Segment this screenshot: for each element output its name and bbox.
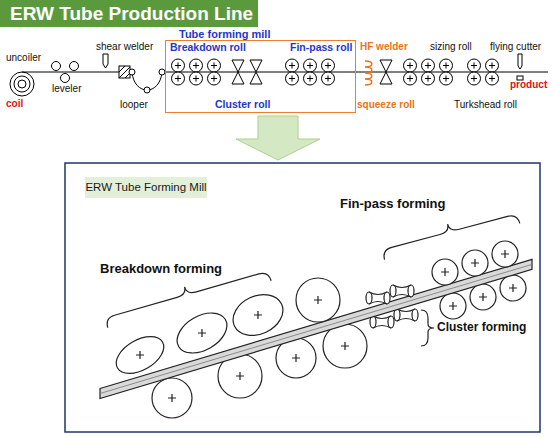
breakdown-top-roll <box>226 287 289 343</box>
roll-axis-mark <box>193 63 199 82</box>
fin-pass-top-roll <box>492 241 518 267</box>
roll-axis-mark <box>407 63 413 82</box>
material-label: coil <box>6 98 23 109</box>
breakdown-top-roll <box>110 329 170 381</box>
equipment-label: HF welder <box>360 41 408 52</box>
fin-pass-top-roll <box>432 259 458 285</box>
equipment-label: leveler <box>52 83 81 94</box>
squeeze-roll-symbol <box>380 60 392 84</box>
equipment-label: looper <box>120 99 148 110</box>
breakdown-bottom-roll <box>152 378 192 418</box>
looper-roll <box>144 87 150 93</box>
equipment-label: Turkshead roll <box>454 99 517 110</box>
equipment-label: uncoiler <box>6 52 41 63</box>
title-text: ERW Tube Production Line <box>10 3 253 24</box>
shear-blade <box>103 54 108 68</box>
roll-label: Breakdown roll <box>170 42 246 54</box>
hf-welder-coil <box>365 61 372 85</box>
roll-axis-mark <box>168 394 176 402</box>
fin-pass-brace <box>380 206 520 260</box>
roll-axis-mark <box>425 63 431 82</box>
section-label: Breakdown forming <box>100 262 222 276</box>
roll-axis-mark <box>325 63 331 82</box>
coil-symbol <box>14 76 30 92</box>
steel-strip <box>100 259 532 398</box>
fin-pass-bottom-roll <box>500 275 526 301</box>
strip-edge <box>100 264 532 393</box>
cluster-roll <box>397 309 415 321</box>
welder-block <box>119 66 130 78</box>
strip-line <box>22 72 132 73</box>
roll-axis-mark <box>307 63 313 82</box>
roll-axis-mark <box>471 259 479 267</box>
roll-axis-mark <box>292 354 300 362</box>
roll-axis-mark <box>175 63 181 82</box>
roll-axis-mark <box>136 351 144 359</box>
roll-axis-mark <box>489 63 495 82</box>
roll-label: Cluster roll <box>215 99 270 111</box>
breakdown-top-roll <box>170 305 234 361</box>
cluster-roll-symbol <box>232 60 244 84</box>
leveler-roll <box>61 74 70 83</box>
roll-axis-mark <box>471 63 477 82</box>
fin-pass-bottom-roll <box>440 293 466 319</box>
box-label: ERW Tube Forming Mill <box>85 181 207 194</box>
fin-pass-top-roll <box>462 250 488 276</box>
material-label: product <box>510 79 547 90</box>
roll-axis-mark <box>449 302 457 310</box>
equipment-label: squeeze roll <box>357 99 415 110</box>
roll-axis-mark <box>509 284 517 292</box>
production-line-schematic <box>10 54 548 96</box>
cluster-roll <box>369 292 387 304</box>
roll-axis-mark <box>479 293 487 301</box>
leveler-roll <box>52 62 61 71</box>
roll-axis-mark <box>443 63 449 82</box>
coil-symbol <box>10 72 34 96</box>
roll-axis-mark <box>198 329 206 337</box>
cluster-roll <box>366 292 372 304</box>
cluster-brace <box>421 310 434 346</box>
leveler-roll <box>70 62 79 71</box>
cluster-roll <box>384 292 390 304</box>
cluster-roll <box>408 285 414 297</box>
section-label: Fin-pass forming <box>340 197 445 211</box>
cluster-roll <box>393 285 411 297</box>
breakdown-bottom-roll <box>323 324 367 368</box>
roll-axis-mark <box>211 63 217 82</box>
roll-axis-mark <box>254 311 262 319</box>
looper-roll <box>129 69 135 75</box>
section-label: Cluster forming <box>437 321 526 334</box>
box-heading: Tube forming mill <box>179 28 270 40</box>
cluster-roll-symbol <box>250 60 262 84</box>
zoom-arrow <box>236 116 320 160</box>
cluster-roll <box>388 316 394 328</box>
roll-axis-mark <box>236 372 244 380</box>
cluster-roll <box>390 285 396 297</box>
equipment-label: sizing roll <box>430 41 472 52</box>
equipment-label: shear welder <box>96 41 153 52</box>
roll-axis-mark <box>501 250 509 258</box>
coil-symbol <box>18 80 26 88</box>
cutter-blade <box>518 54 522 69</box>
forming-mill-illustration <box>100 241 532 418</box>
roll-axis-mark <box>289 63 295 82</box>
fin-pass-bottom-roll <box>470 284 496 310</box>
cluster-roll <box>373 316 391 328</box>
roll-axis-mark <box>441 268 449 276</box>
section-label-box: ERW Tube Forming Mill <box>85 177 207 198</box>
breakdown-top-roll <box>296 278 340 322</box>
roll-axis-mark <box>314 296 322 304</box>
title-banner: ERW Tube Production Line <box>0 0 258 27</box>
detail-frame <box>65 163 540 432</box>
roll-axis-mark <box>341 342 349 350</box>
roll-label: Fin-pass roll <box>290 42 352 54</box>
cluster-roll <box>412 309 418 321</box>
equipment-label: flying cutter <box>490 41 541 52</box>
welder-hatch <box>119 66 130 78</box>
